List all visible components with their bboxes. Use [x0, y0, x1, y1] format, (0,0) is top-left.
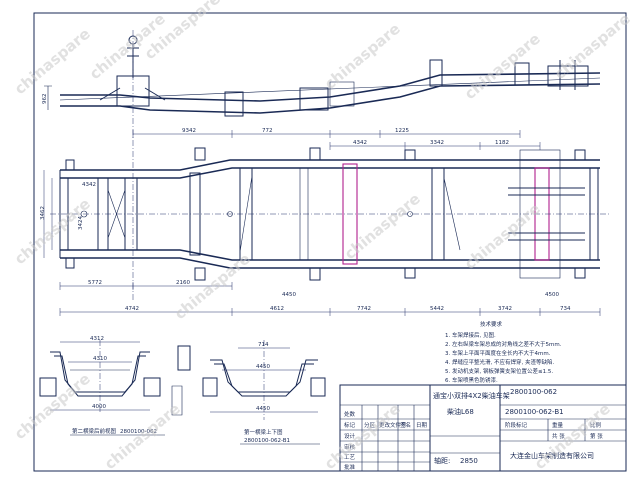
company-name: 大连金山车架制造有限公司 — [510, 451, 594, 460]
header-cell-4: 日期 — [416, 422, 428, 429]
dim-label-4742: 4742 — [125, 306, 139, 312]
role-design: 设计 — [344, 432, 356, 440]
dim-label-734: 734 — [560, 306, 571, 312]
dim-label-2160: 2160 — [176, 280, 190, 286]
watermark-8: chinaspare — [341, 190, 424, 263]
role-approve: 批准 — [344, 463, 356, 471]
dim-label-4450: 4450 — [282, 292, 296, 298]
cross-member-4 — [342, 163, 358, 265]
section-left-mid-dim: 4310 — [93, 356, 107, 362]
section-right-top-dim: 714 — [258, 342, 269, 348]
stage-mark: 阶段标记 — [505, 421, 528, 429]
dim-label-4500: 4500 — [545, 292, 559, 298]
dim-label-4612: 4612 — [270, 306, 284, 312]
watermark-12: chinaspare — [101, 400, 184, 473]
section-right-bottom-dim: 4450 — [256, 406, 270, 412]
watermark-1: chinaspare — [11, 25, 94, 98]
tech-notes-title: 技术要求 — [480, 320, 503, 328]
drawing-border — [33, 12, 627, 472]
section-right: 714 4450 4450 第一横梁上下图 2800100-062-B1 — [177, 340, 326, 445]
header-cell-3: 签名 — [400, 421, 411, 429]
tech-note-4: 4. 焊缝应平整光滑, 不应有焊穿, 夹渣等缺陷. — [445, 358, 554, 366]
sheets-total: 共 张 — [552, 432, 565, 440]
dim-label-1225: 1225 — [395, 128, 409, 134]
tech-note-5: 5. 发动机支架, 钢板弹簧支架位置公差≤1.5. — [445, 367, 553, 375]
part-number-1: 2800100-062 — [510, 388, 557, 396]
watermark-4: chinaspare — [11, 195, 94, 268]
dim-label-772: 772 — [262, 128, 273, 134]
dim-label-7742: 7742 — [357, 306, 371, 312]
svg-text:962: 962 — [42, 94, 48, 105]
dim-label-3342: 3342 — [430, 140, 444, 146]
role-mark: 标记 — [344, 421, 356, 429]
sheet-number: 第 张 — [590, 432, 603, 440]
dim-label-3424: 3424 — [78, 216, 84, 230]
tech-note-2: 2. 左右纵梁车架总成的对角线之差不大于5mm. — [445, 340, 562, 348]
scale-label: 比例 — [590, 421, 602, 429]
header-cell-2: 更改文件号 — [379, 421, 407, 429]
dim-label-1182: 1182 — [495, 140, 509, 146]
watermark-6: chinaspare — [461, 30, 544, 103]
section-right-note-2: 2800100-062-B1 — [244, 438, 290, 444]
dim-label-5772: 5772 — [88, 280, 102, 286]
header-cell-0: 处数 — [344, 410, 356, 418]
section-left: 4312 4310 4000 第二横梁后前视图 2800100-062 — [39, 336, 183, 436]
wheelbase-value: 2850 — [460, 457, 478, 465]
dim-label-5442: 5442 — [430, 306, 444, 312]
dim-label-4342: 4342 — [82, 182, 96, 188]
part-number-2: 2800100-062-B1 — [505, 408, 564, 416]
section-right-mid-dim: 4450 — [256, 364, 270, 370]
watermark-7: chinaspare — [551, 10, 634, 83]
product-name: 通宝小双排4X2柴油车架 — [433, 391, 510, 400]
role-process: 工艺 — [344, 454, 356, 461]
section-left-note-1: 第二横梁后前视图 — [72, 427, 117, 435]
watermark-5: chinaspare — [321, 20, 404, 93]
technical-requirements: 技术要求 1. 车架焊接后, 见图. 2. 左右纵梁车架总成的对角线之差不大于5… — [445, 320, 562, 384]
side-view: 962 — [42, 30, 601, 300]
title-block: 通宝小双排4X2柴油车架 柴油L68 2800100-062 2800100-0… — [339, 384, 627, 472]
role-review: 审核 — [344, 443, 356, 451]
dim-label-9342: 9342 — [182, 128, 196, 134]
tech-note-6: 6. 车架喷黑色防锈漆. — [445, 376, 498, 384]
tech-note-3: 3. 车架上平面平面度在全长内不大于4mm. — [445, 349, 551, 357]
watermark-9: chinaspare — [461, 200, 544, 273]
wheelbase-label: 轴距: — [434, 456, 450, 465]
watermark-layer: chinaspare chinaspare chinaspare chinasp… — [11, 0, 634, 473]
tech-note-1: 1. 车架焊接后, 见图. — [445, 331, 496, 339]
section-left-bottom-dim: 4000 — [92, 404, 106, 410]
plan-view: 9342 772 1225 4342 3342 1182 3462 4342 3… — [40, 128, 610, 316]
header-cell-1: 分区 — [364, 421, 376, 429]
weight-label: 重量 — [552, 421, 564, 429]
engine-type: 柴油L68 — [447, 407, 474, 416]
dim-label-4342b: 4342 — [353, 140, 367, 146]
section-left-top-dim: 4312 — [90, 336, 104, 342]
dim-label-3742: 3742 — [498, 306, 512, 312]
section-right-note-1: 第一横梁上下图 — [244, 428, 283, 436]
dim-label-3462: 3462 — [40, 206, 46, 220]
section-left-note-2: 2800100-062 — [120, 429, 157, 435]
